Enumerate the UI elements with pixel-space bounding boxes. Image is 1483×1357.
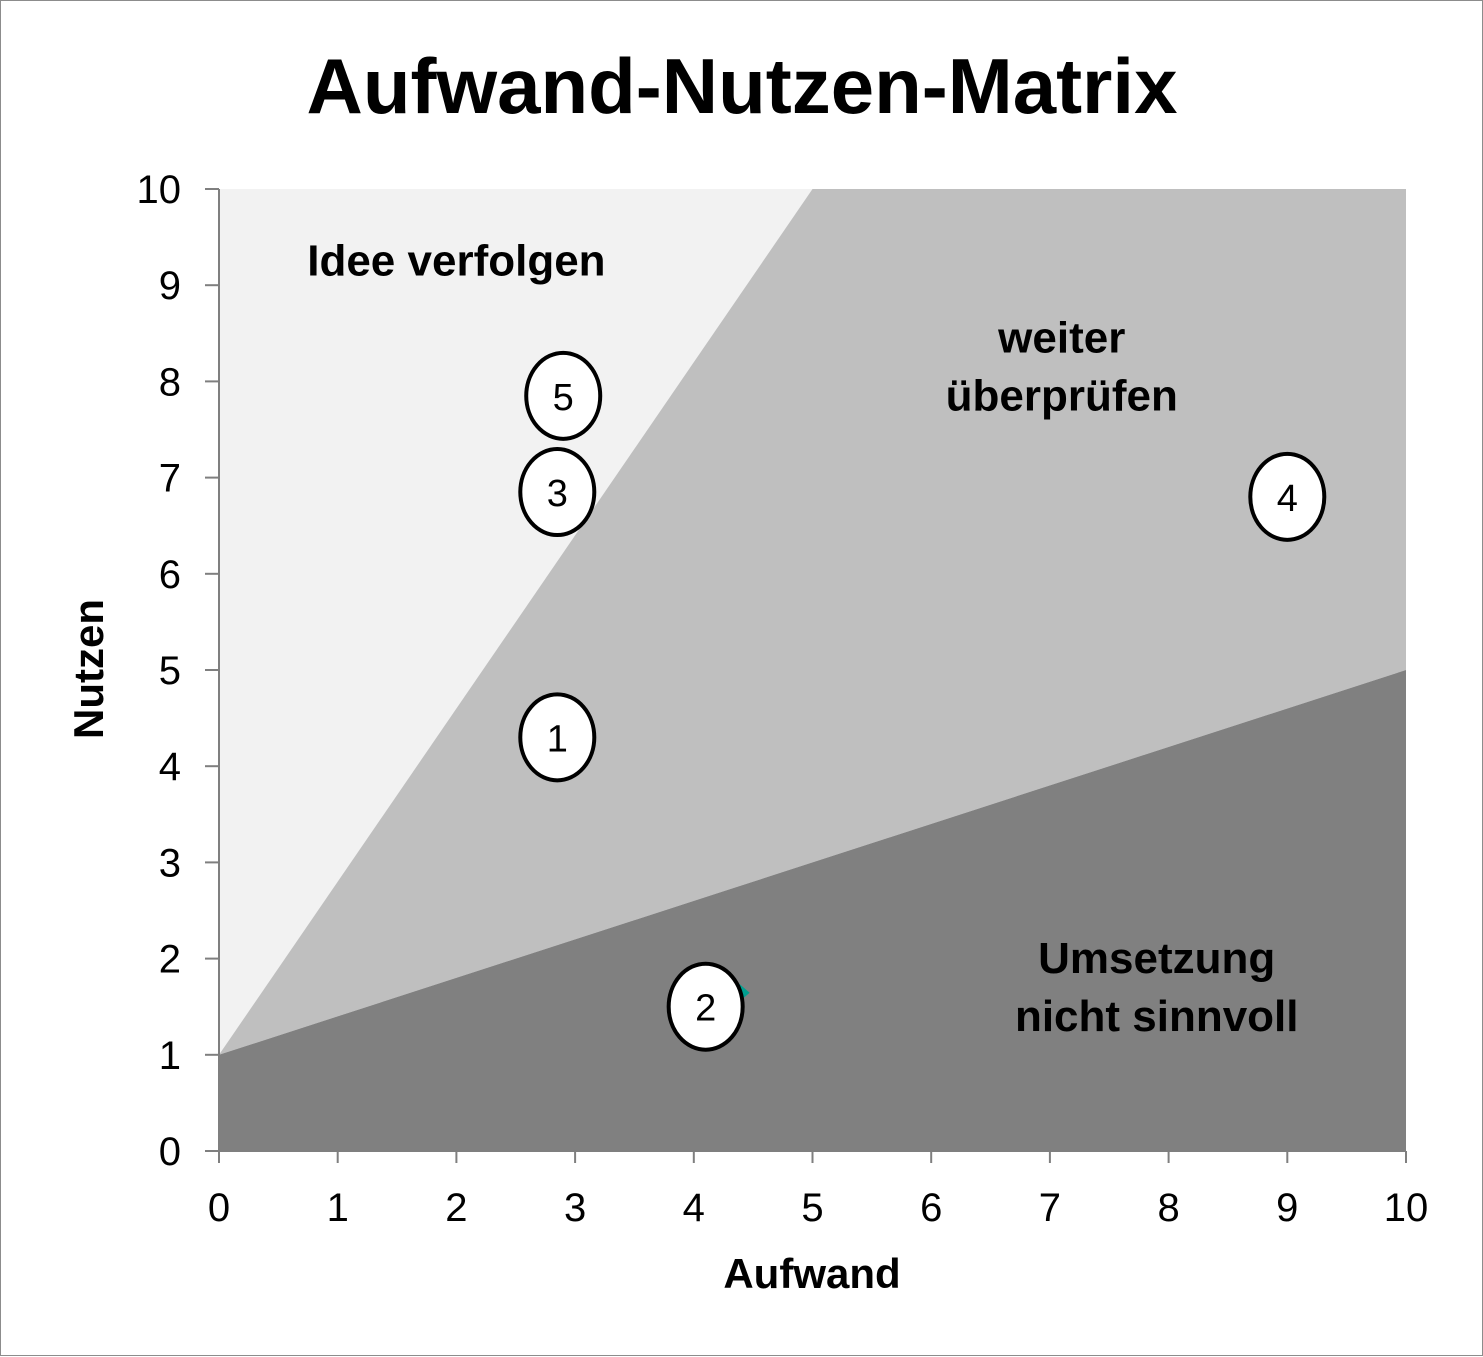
y-tick-label: 4 — [159, 745, 181, 789]
point-marker-4 — [1248, 451, 1327, 542]
point-marker-5 — [524, 350, 603, 441]
region-weiter-ueberpruefen — [219, 189, 1406, 1055]
point-marker-2 — [666, 961, 745, 1052]
point-layer: 1 2 3 4 5 — [518, 350, 1327, 1052]
chart-title: Aufwand-Nutzen-Matrix — [307, 42, 1178, 130]
y-tick-label: 0 — [159, 1130, 181, 1174]
y-axis-label: Nutzen — [65, 599, 112, 739]
region-layer — [219, 189, 1406, 1151]
region-label-idee-verfolgen: Idee verfolgen — [307, 237, 605, 286]
point-label-1: 1 — [547, 718, 568, 760]
x-tick-label: 5 — [801, 1186, 823, 1230]
axes-layer: 0 1 2 3 4 5 6 7 8 9 10 0 1 2 3 4 5 6 7 8 9 10 — [137, 168, 1429, 1230]
y-tick-label: 3 — [159, 841, 181, 885]
x-tick-label: 6 — [920, 1186, 942, 1230]
point-label-2: 2 — [695, 988, 716, 1030]
y-tick-label: 10 — [137, 168, 182, 212]
y-tick-label: 8 — [159, 360, 181, 404]
point-label-4: 4 — [1277, 478, 1298, 520]
y-tick-label: 2 — [159, 938, 181, 982]
x-tick-label: 0 — [208, 1186, 230, 1230]
point-marker-1 — [518, 692, 597, 783]
point-label-3: 3 — [547, 473, 568, 515]
x-tick-label: 9 — [1276, 1186, 1298, 1230]
point-label-5: 5 — [553, 377, 574, 419]
x-axis-label: Aufwand — [723, 1250, 900, 1297]
point-marker-3 — [518, 447, 597, 538]
y-tick-label: 9 — [159, 264, 181, 308]
region-umsetzung-nicht-sinnvoll — [219, 670, 1406, 1151]
x-tick-label: 3 — [564, 1186, 586, 1230]
x-tick-label: 4 — [683, 1186, 705, 1230]
x-tick-label: 2 — [445, 1186, 467, 1230]
y-tick-label: 5 — [159, 649, 181, 693]
x-tick-label: 10 — [1384, 1186, 1429, 1230]
y-tick-label: 1 — [159, 1034, 181, 1078]
x-tick-label: 1 — [327, 1186, 349, 1230]
x-tick-label: 7 — [1039, 1186, 1061, 1230]
x-tick-label: 8 — [1157, 1186, 1179, 1230]
y-tick-label: 6 — [159, 553, 181, 597]
y-tick-label: 7 — [159, 457, 181, 501]
